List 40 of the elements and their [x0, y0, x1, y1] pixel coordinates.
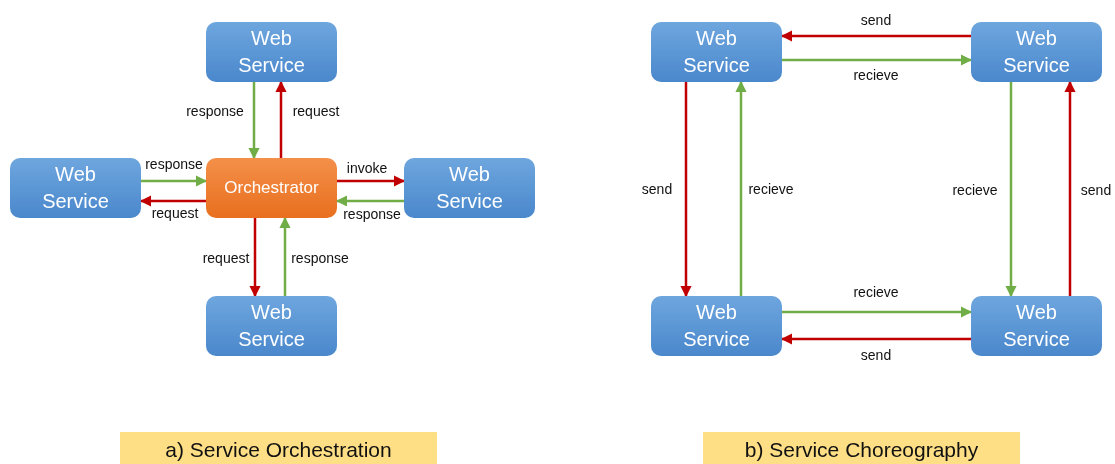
edge-label: recieve	[853, 284, 899, 300]
arrow	[735, 80, 747, 296]
arrow	[780, 30, 971, 42]
arrow	[335, 195, 404, 207]
arrow	[1005, 82, 1017, 298]
arrow	[141, 175, 208, 187]
service-box: Web Service	[971, 22, 1102, 82]
arrow	[139, 195, 206, 207]
arrow	[275, 80, 287, 158]
edge-label: response	[343, 206, 401, 222]
service-box: Web Service	[206, 296, 337, 356]
edge-label: invoke	[346, 160, 388, 176]
edge-label: send	[860, 12, 892, 28]
arrow	[248, 82, 260, 160]
service-box: Web Service	[651, 22, 782, 82]
service-box: Web Service	[971, 296, 1102, 356]
edge-label: request	[292, 103, 340, 119]
edge-label: request	[151, 205, 199, 221]
edge-label: send	[860, 347, 892, 363]
edge-label: send	[1080, 182, 1112, 198]
edge-label: request	[202, 250, 250, 266]
orchestrator-box: Orchestrator	[206, 158, 337, 218]
edge-label: recieve	[748, 181, 794, 197]
arrow	[782, 54, 973, 66]
arrow	[1064, 80, 1076, 296]
arrow	[249, 218, 261, 298]
caption-band: a) Service Orchestration	[120, 432, 437, 464]
edge-label: send	[641, 181, 673, 197]
service-box: Web Service	[651, 296, 782, 356]
arrow	[337, 175, 406, 187]
caption-band: b) Service Choreography	[703, 432, 1020, 464]
service-box: Web Service	[206, 22, 337, 82]
arrow	[680, 82, 692, 298]
edge-label: recieve	[952, 182, 998, 198]
service-box: Web Service	[10, 158, 141, 218]
edge-label: recieve	[853, 67, 899, 83]
arrow	[780, 333, 971, 345]
arrow	[279, 216, 291, 296]
arrow	[782, 306, 973, 318]
service-box: Web Service	[404, 158, 535, 218]
